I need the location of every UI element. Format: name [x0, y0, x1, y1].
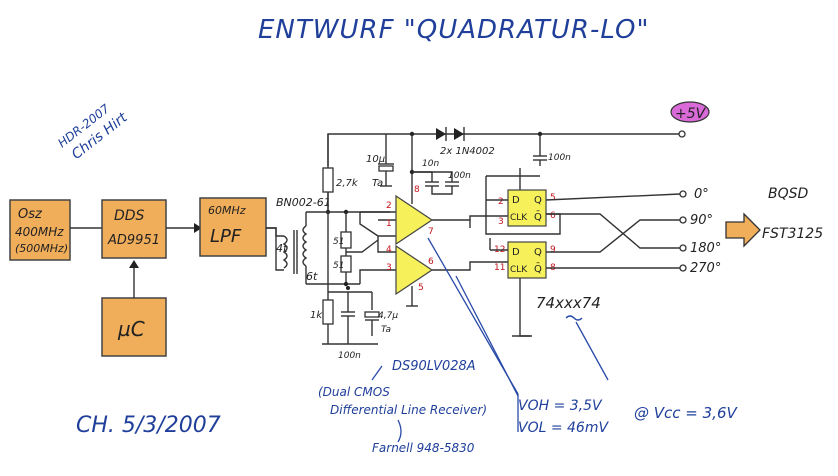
- pin-ff2-clk: 11: [494, 263, 505, 273]
- dds-block: [101, 199, 167, 259]
- spec-vol: VOL = 46mV: [518, 420, 609, 436]
- spec-vcc: @ Vcc = 3,6V: [634, 404, 738, 422]
- cap-100n-top-label: 100n: [448, 171, 471, 181]
- bqsd-label: BQSD: [768, 186, 809, 202]
- pin-rx-a-bot: 1: [386, 219, 392, 229]
- receiver-b: [395, 244, 434, 296]
- resistor-1k-label: 1k: [310, 310, 323, 321]
- resistor-51-b-label: 51: [333, 261, 344, 271]
- pin-rx-b-top: 4: [386, 245, 392, 255]
- diodes-label: 2x 1N4002: [440, 146, 495, 157]
- receiver-part: DS90LV028A: [392, 359, 476, 374]
- ff1-clk: CLK: [510, 213, 528, 223]
- diode-1: [436, 128, 446, 140]
- transformer-primary: 4t: [276, 242, 288, 255]
- supply-badge: [670, 101, 710, 123]
- cap-100n-bottom-label: 100n: [338, 351, 361, 361]
- dds-label-2: AD9951: [107, 233, 160, 248]
- pin-rx-vcc: 8: [414, 185, 420, 195]
- pin-rx-b-bot: 3: [386, 263, 392, 273]
- dds-label-1: DDS: [114, 208, 145, 224]
- diode-2: [454, 128, 464, 140]
- supply-label: +5V: [675, 106, 707, 122]
- transformer-label: BN002-61: [276, 196, 331, 209]
- pin-ff1-qn: 6: [550, 211, 556, 221]
- cap-tant-top-value: 10µ: [366, 154, 385, 165]
- uc-label: µC: [117, 317, 145, 341]
- oscillator-block: [9, 199, 71, 261]
- resistor-2k7-label: 2,7k: [336, 178, 359, 189]
- ff1-q: Q: [534, 195, 542, 206]
- lpf-label-1: 60MHz: [208, 204, 246, 217]
- transformer-secondary: 6t: [306, 270, 318, 283]
- ff2-d: D: [512, 247, 520, 258]
- pin-ff2-q: 9: [550, 245, 556, 255]
- ff2-q: Q: [534, 247, 542, 258]
- output-0: 0°: [694, 187, 709, 202]
- ff1-qn: Q̄: [534, 210, 542, 223]
- ff2-qn: Q̄: [534, 262, 542, 275]
- pin-ff1-clk: 3: [498, 217, 504, 227]
- cap-tant-bottom-type: Ta: [381, 325, 391, 335]
- date-signature: CH. 5/3/2007: [76, 413, 221, 438]
- cap-tant-top-type: Ta: [372, 178, 383, 189]
- resistor-51-a-label: 51: [333, 237, 344, 247]
- pin-rx-a-top: 2: [386, 201, 392, 211]
- flipflop-2: [507, 241, 547, 279]
- osc-label-2: 400MHz: [15, 225, 64, 239]
- transformer-primary-coil: [282, 235, 288, 269]
- pin-rx-gnd: 5: [418, 283, 424, 293]
- farnell-ref: Farnell 948-5830: [372, 441, 475, 455]
- pin-ff1-q: 5: [550, 193, 556, 203]
- receiver-desc-2: Differential Line Receiver): [330, 403, 487, 417]
- output-180: 180°: [690, 241, 721, 256]
- cap-ff-label: 100n: [548, 153, 571, 163]
- osc-label-1: Osz: [18, 207, 43, 222]
- resistor-1k: [322, 299, 334, 325]
- cap-tant-bottom-value: 4,7µ: [378, 311, 398, 321]
- microcontroller-block: [101, 297, 167, 357]
- osc-label-3: (500MHz): [15, 242, 68, 255]
- spec-voh: VOH = 3,5V: [518, 398, 603, 414]
- bqsd-part: FST3125: [762, 226, 823, 242]
- pin-ff1-d: 2: [498, 197, 504, 207]
- cap-10n-label: 10n: [422, 159, 439, 169]
- flipflop-part: 74xxx74: [536, 294, 601, 312]
- lpf-label-2: LPF: [210, 226, 242, 247]
- lpf-block: [199, 197, 267, 257]
- author-note: HDR-2007 Chris Hirt: [55, 101, 131, 163]
- pin-rx-a-out: 7: [428, 227, 434, 237]
- bqsd-arrow: [725, 212, 761, 248]
- cap-tant-top: [378, 165, 394, 172]
- receiver-a: [395, 194, 434, 246]
- resistor-2k7: [322, 167, 334, 193]
- receiver-desc-1: (Dual CMOS: [318, 385, 390, 399]
- ff2-clk: CLK: [510, 265, 528, 275]
- flipflop-1: [507, 189, 547, 227]
- cap-tant-bottom: [364, 311, 380, 318]
- output-270: 270°: [690, 261, 721, 276]
- title: ENTWURF "QUADRATUR-LO": [258, 15, 649, 45]
- output-90: 90°: [690, 213, 713, 228]
- transformer-secondary-coil: [302, 225, 308, 267]
- ff1-d: D: [512, 195, 520, 206]
- pin-rx-b-out: 6: [428, 257, 434, 267]
